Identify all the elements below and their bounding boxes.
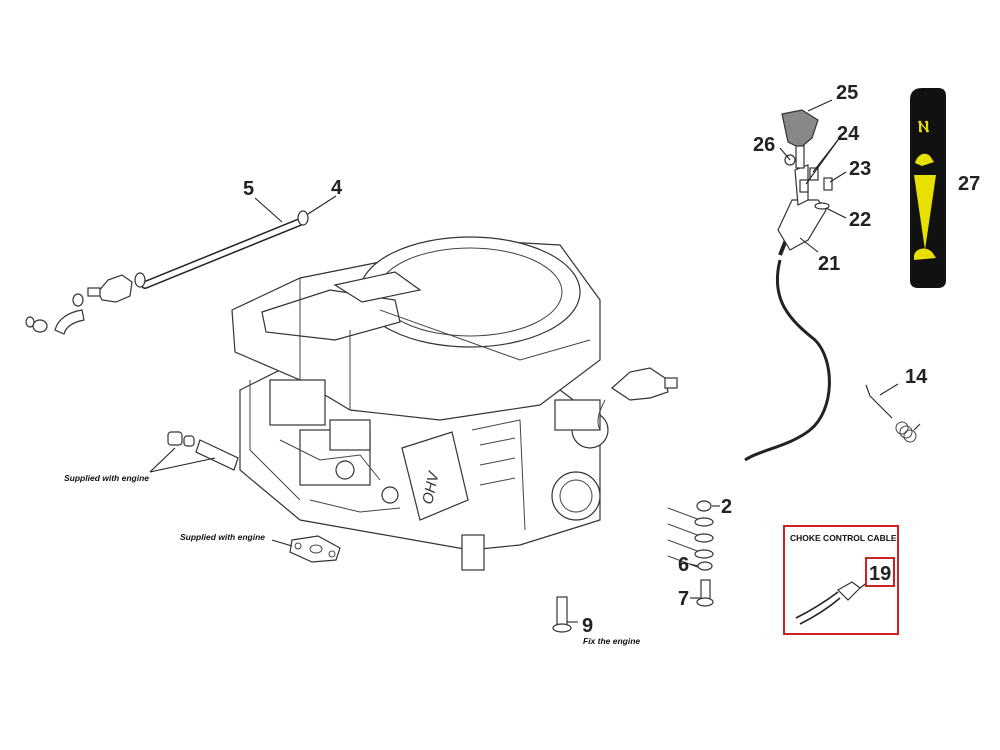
callout-26: 26: [753, 134, 775, 156]
callout-23: 23: [849, 158, 871, 180]
turtle-slow-icon: [914, 248, 936, 260]
choke-cable-assembly: [744, 99, 847, 462]
callout-25: 25: [836, 82, 858, 104]
speed-wedge-icon: [914, 175, 936, 250]
part-19-highlight: [865, 557, 895, 587]
choke-control-cable-title: CHOKE CONTROL CABLE: [790, 533, 897, 543]
choke-knob: [781, 109, 819, 149]
note-fix-the-engine: Fix the engine: [583, 636, 640, 646]
callout-14: 14: [905, 366, 928, 388]
callout-4: 4: [331, 177, 343, 199]
bolt-9-group: Fix the engine: [552, 596, 640, 646]
spring-14: [865, 383, 921, 443]
callout-9: 9: [582, 615, 593, 637]
choke-control-cable-box[interactable]: CHOKE CONTROL CABLE: [783, 525, 899, 635]
callout-5: 5: [243, 178, 254, 200]
callout-2: 2: [721, 496, 732, 518]
washer-stack-group: [667, 500, 720, 607]
supplied-fittings-group: Supplied with engine: [64, 431, 239, 483]
note-supplied-with-engine-2: Supplied with engine: [180, 532, 265, 542]
callout-21: 21: [818, 253, 840, 275]
fuel-line-assembly: [25, 210, 309, 335]
callout-24: 24: [837, 123, 860, 145]
callout-6: 6: [678, 554, 689, 576]
engine-ohv-label: OHV: [419, 469, 443, 506]
callout-7: 7: [678, 588, 689, 610]
engine-assembly: OHV: [231, 236, 678, 571]
choke-decal: Ⲛ: [910, 88, 946, 288]
callout-22: 22: [849, 209, 871, 231]
choke-symbol-icon: Ⲛ: [918, 119, 929, 136]
gasket-group: Supplied with engine: [180, 532, 341, 563]
callout-27: 27: [958, 173, 980, 195]
note-supplied-with-engine-1: Supplied with engine: [64, 473, 149, 483]
rabbit-fast-icon: [915, 153, 934, 166]
callout-19: 19: [869, 563, 891, 585]
